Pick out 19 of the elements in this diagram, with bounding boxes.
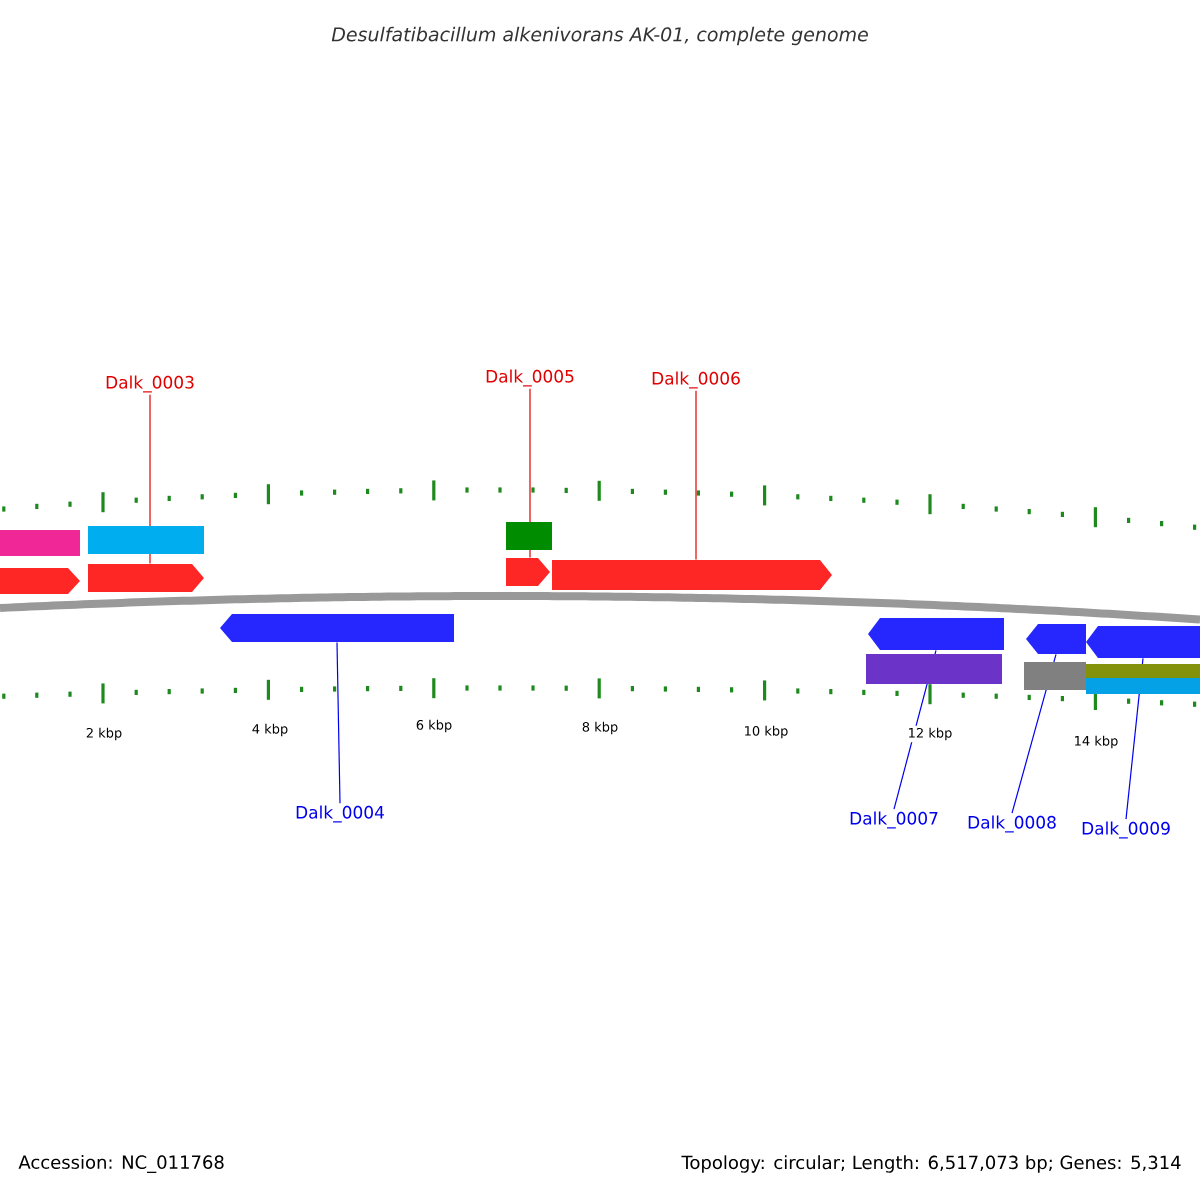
gene-label: Dalk_0006	[652, 371, 740, 389]
gene-feature	[0, 568, 80, 594]
leader-line	[336, 641, 341, 804]
title: Desulfatibacillum alkenivorans AK-01, complete genome	[331, 26, 868, 46]
gene-feature	[506, 558, 550, 586]
accession-text: Accession: NC_011768	[18, 1155, 224, 1173]
gene-label: Dalk_0008	[968, 815, 1056, 833]
gene-feature	[88, 564, 204, 592]
gene-label: Dalk_0004	[296, 805, 384, 823]
genome-summary-text: Topology: circular; Length: 6,517,073 bp; Genes: 5,314	[681, 1155, 1181, 1173]
gene-label: Dalk_0005	[486, 369, 574, 387]
gene-feature	[1026, 624, 1086, 654]
gene-label: Dalk_0003	[106, 375, 194, 393]
gene-feature	[868, 618, 1004, 650]
leader-line	[695, 390, 697, 561]
leader-line	[529, 388, 531, 559]
gene-label: Dalk_0007	[850, 811, 938, 829]
gene-label: Dalk_0009	[1082, 821, 1170, 839]
gene-feature	[220, 614, 454, 642]
